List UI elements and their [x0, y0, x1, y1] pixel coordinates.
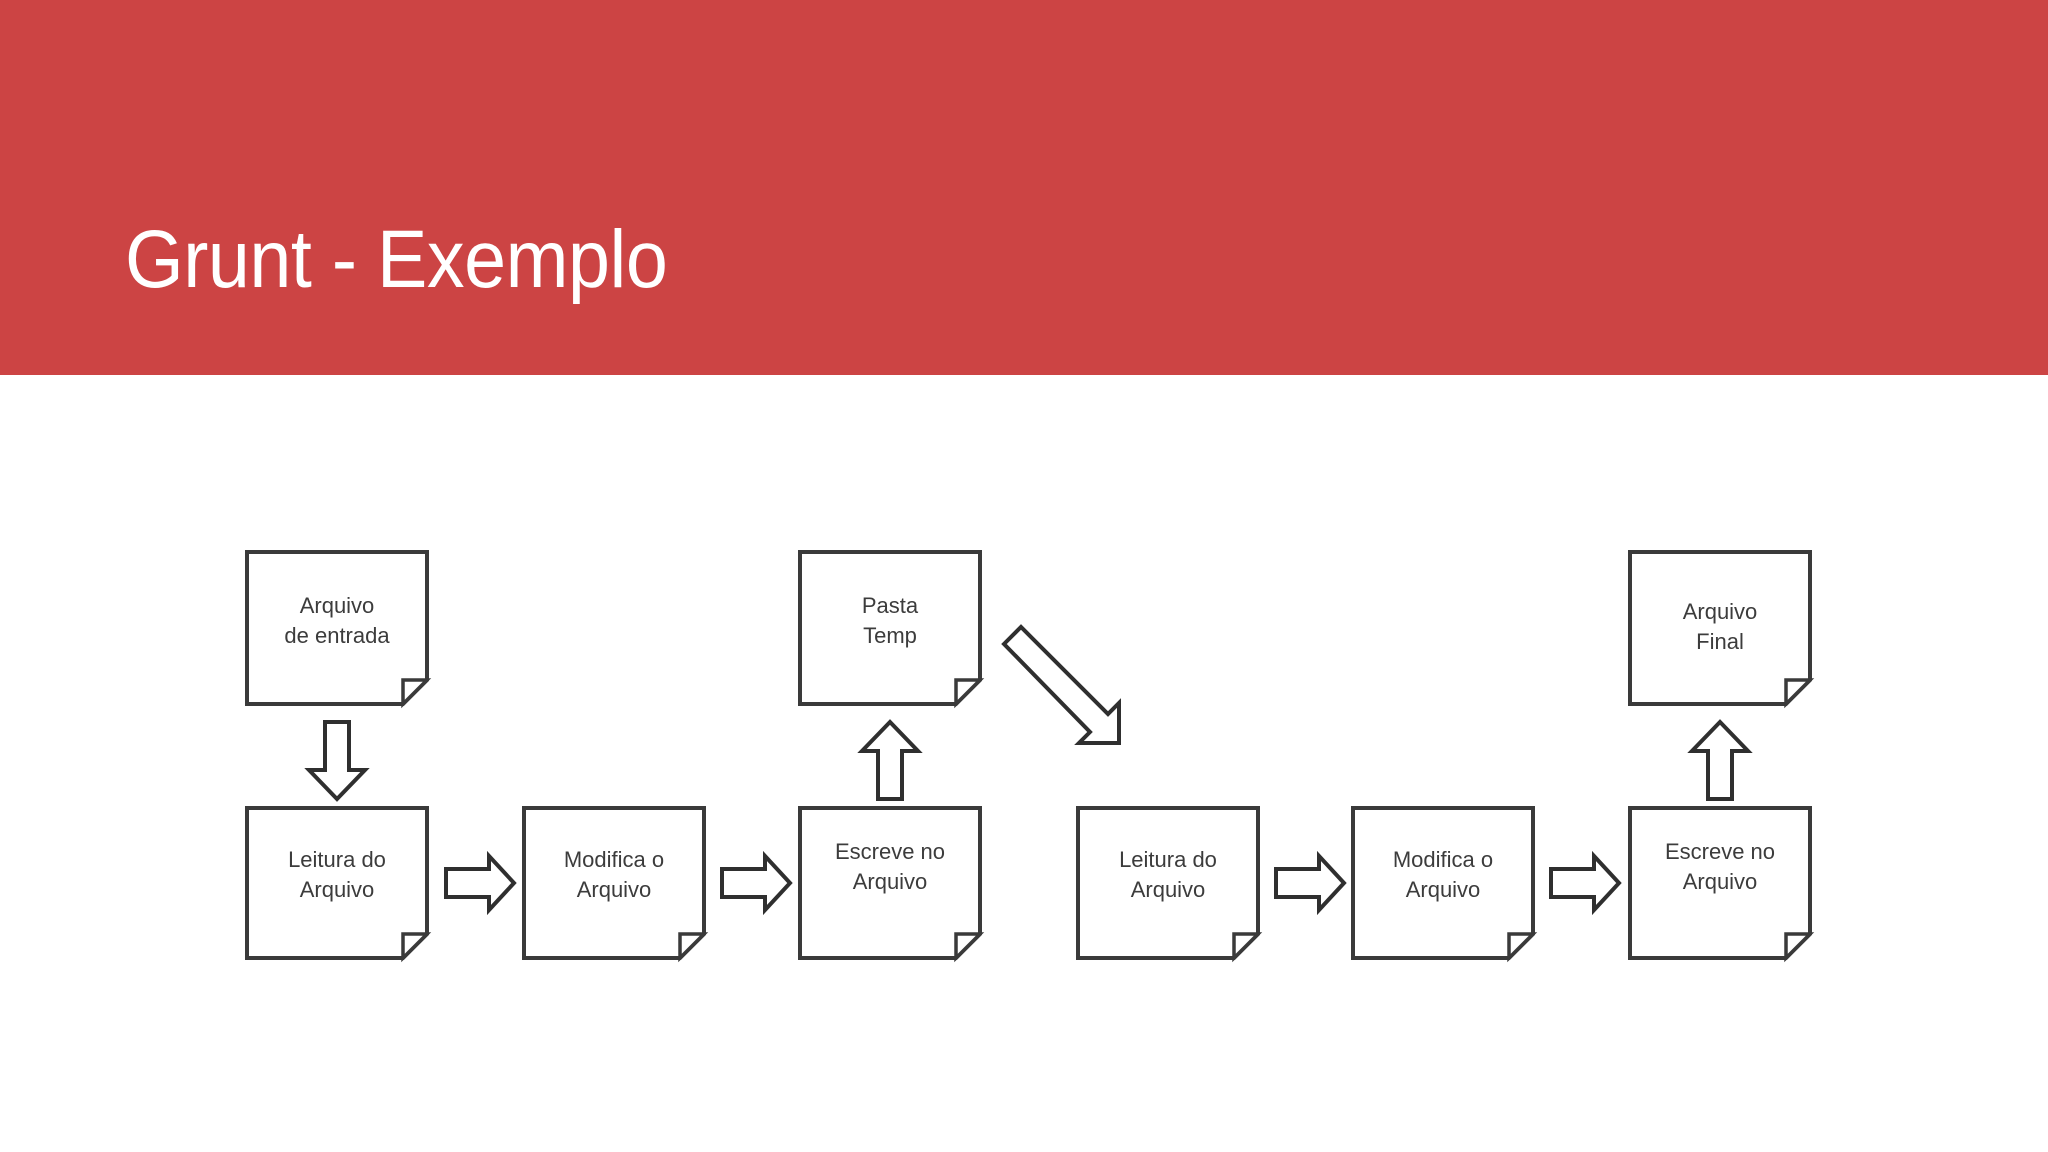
node-label-line1: Arquivo — [300, 593, 375, 618]
node-modifica-1[interactable]: Modifica o Arquivo — [522, 806, 709, 963]
node-label-line1: Escreve no — [1665, 839, 1775, 864]
arrow-down-icon — [304, 720, 370, 802]
node-label-line2: Arquivo — [853, 869, 928, 894]
node-pasta-temp[interactable]: Pasta Temp — [798, 550, 985, 709]
arrow-right-icon — [720, 850, 793, 916]
arrow-right-icon — [1274, 850, 1347, 916]
arrow-right-icon — [1549, 850, 1622, 916]
arrow-diagonal-icon — [1001, 624, 1121, 745]
node-modifica-2[interactable]: Modifica o Arquivo — [1351, 806, 1538, 963]
node-label-line1: Arquivo — [1683, 599, 1758, 624]
node-label-line2: Arquivo — [1406, 877, 1481, 902]
node-label-line1: Escreve no — [835, 839, 945, 864]
node-arquivo-entrada[interactable]: Arquivo de entrada — [245, 550, 432, 709]
node-label-line2: Final — [1696, 629, 1744, 654]
node-label-line1: Leitura do — [1119, 847, 1217, 872]
arrow-up-icon — [857, 719, 923, 801]
node-label-line2: Arquivo — [300, 877, 375, 902]
node-arquivo-final[interactable]: Arquivo Final — [1628, 550, 1815, 709]
node-leitura-2[interactable]: Leitura do Arquivo — [1076, 806, 1263, 963]
node-escreve-2[interactable]: Escreve no Arquivo — [1628, 806, 1815, 963]
node-leitura-1[interactable]: Leitura do Arquivo — [245, 806, 432, 963]
node-escreve-1[interactable]: Escreve no Arquivo — [798, 806, 985, 963]
node-label-line1: Leitura do — [288, 847, 386, 872]
slide-header-banner: Grunt - Exemplo — [0, 0, 2048, 375]
arrow-right-icon — [444, 850, 517, 916]
flowchart-diagram: Arquivo de entrada Pasta Temp Arquivo Fi… — [0, 375, 2048, 1152]
node-label-line2: de entrada — [284, 623, 390, 648]
node-label-line1: Modifica o — [564, 847, 664, 872]
arrow-up-icon — [1687, 719, 1753, 801]
node-label-line1: Modifica o — [1393, 847, 1493, 872]
node-label-line2: Arquivo — [1131, 877, 1206, 902]
node-label-line1: Pasta — [862, 593, 919, 618]
node-label-line2: Temp — [863, 623, 917, 648]
page-title: Grunt - Exemplo — [125, 214, 668, 305]
flowchart-canvas: Arquivo de entrada Pasta Temp Arquivo Fi… — [245, 550, 1815, 963]
node-label-line2: Arquivo — [577, 877, 652, 902]
node-label-line2: Arquivo — [1683, 869, 1758, 894]
